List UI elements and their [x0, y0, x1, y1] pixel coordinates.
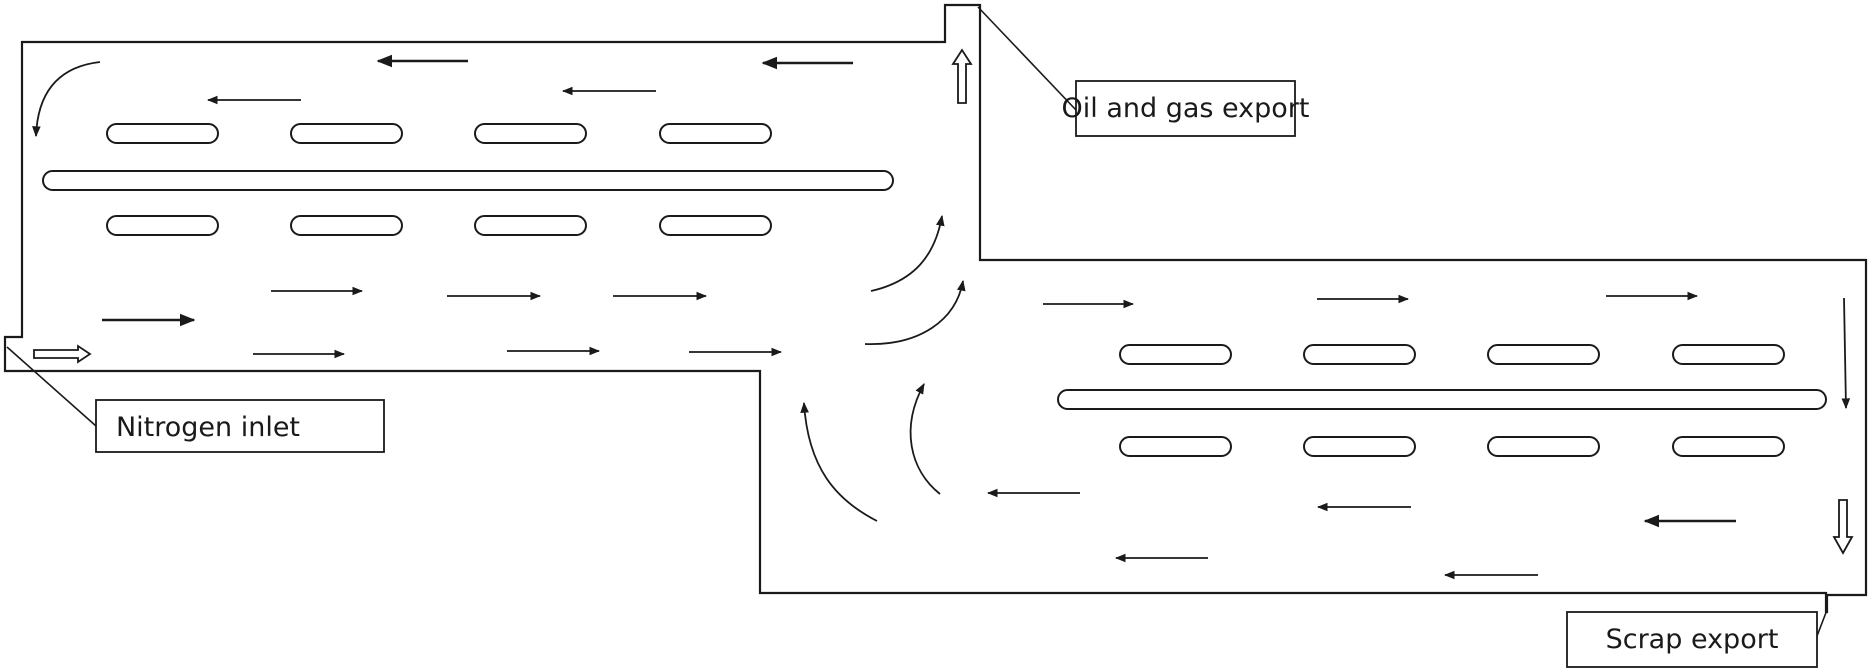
label-scrap-export: Scrap export [1566, 611, 1818, 668]
heating-pipe [1303, 344, 1416, 365]
heating-pipe [1672, 344, 1785, 365]
upper-forward-flow [102, 286, 783, 359]
heating-pipe [1119, 344, 1232, 365]
heating-pipe [474, 123, 587, 144]
central-shaft [42, 170, 894, 191]
heating-pipe [106, 123, 219, 144]
heating-pipe [1119, 436, 1232, 457]
heating-pipe [1672, 436, 1785, 457]
oil-gas-leader-line [977, 6, 1077, 111]
central-shaft [1057, 389, 1827, 410]
label-nitrogen-inlet: Nitrogen inlet [95, 399, 385, 453]
arrow-icon [32, 61, 101, 138]
furnace-outline [3, 3, 1868, 614]
heating-pipe [474, 215, 587, 236]
heating-pipe [290, 123, 403, 144]
label-oil-gas-export-text: Oil and gas export [1061, 93, 1309, 124]
heating-pipe [1487, 436, 1600, 457]
scrap-leader-line [1816, 609, 1828, 637]
nitrogen-leader-line [6, 346, 97, 427]
heating-pipe [659, 215, 772, 236]
label-nitrogen-inlet-text: Nitrogen inlet [116, 412, 300, 443]
arrow-icon [864, 279, 966, 345]
heating-pipe [1487, 344, 1600, 365]
heating-pipe [1303, 436, 1416, 457]
lower-return-flow [986, 488, 1736, 580]
lower-forward-flow [1043, 291, 1851, 410]
arrow-icon [1841, 297, 1851, 410]
scrap-export-arrow-icon [1832, 499, 1854, 555]
arrow-icon [800, 401, 878, 522]
transition-flow [800, 214, 966, 522]
label-oil-gas-export: Oil and gas export [1061, 80, 1310, 137]
heating-pipe [659, 123, 772, 144]
arrow-icon [870, 214, 945, 292]
label-scrap-export-text: Scrap export [1606, 624, 1779, 655]
heating-pipe [290, 215, 403, 236]
lower-chamber-pipes [1057, 344, 1827, 457]
upper-return-flow [32, 54, 853, 138]
nitrogen-inlet-arrow-icon [33, 344, 92, 364]
oil-gas-export-arrow-icon [951, 48, 973, 104]
upper-chamber-pipes [42, 123, 894, 236]
heating-pipe [106, 215, 219, 236]
arrow-icon [909, 383, 941, 495]
